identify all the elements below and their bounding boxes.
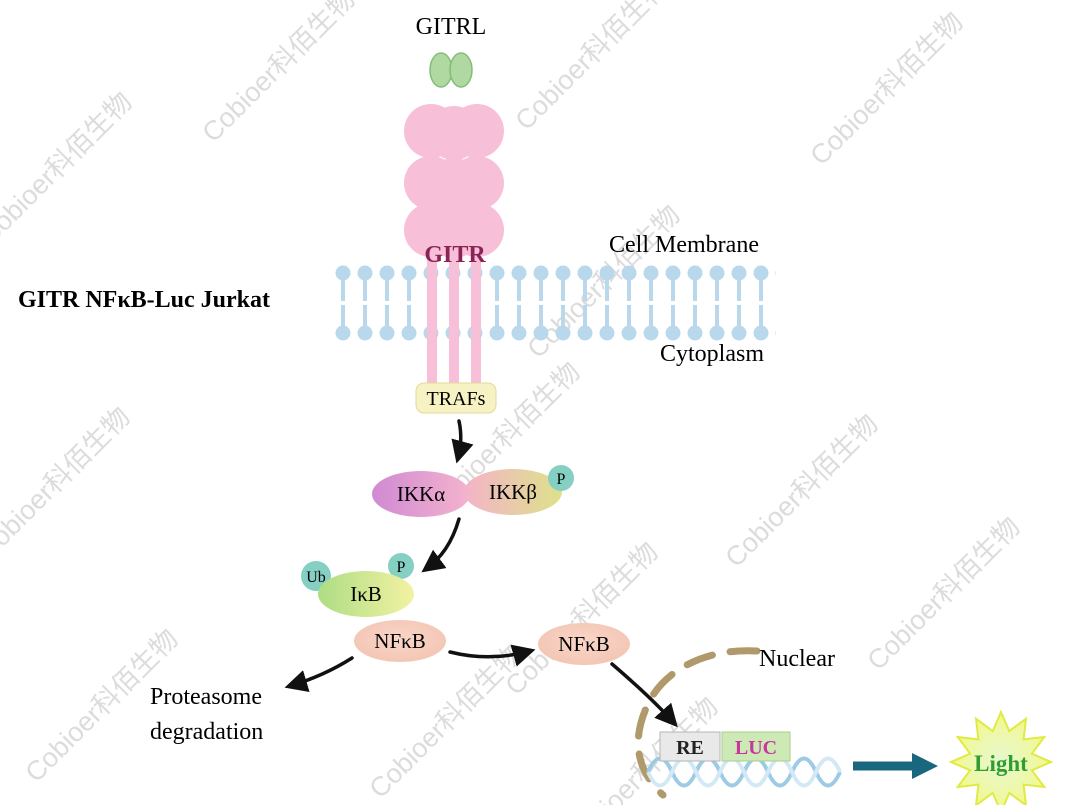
output-arrow-head	[912, 753, 938, 779]
lipid-bilayer	[332, 264, 776, 342]
watermark-text: Cobioer科佰生物	[804, 6, 968, 170]
light-output: Light	[853, 709, 1054, 805]
gitrl-subunit	[429, 52, 453, 88]
cell-line-label: GITR NFκB-Luc Jurkat	[18, 287, 270, 313]
luc-label: LUC	[735, 737, 777, 759]
watermark-text: Cobioer科佰生物	[0, 401, 136, 565]
proteasome-label-line1: Proteasome	[150, 684, 262, 710]
ikk-beta-label: IKKβ	[489, 480, 537, 504]
trafs-adapter: TRAFs	[415, 382, 497, 414]
ikb-label: IκB	[350, 582, 382, 606]
watermark-text: Cobioer科佰生物	[861, 511, 1025, 675]
gitrl-label: GITRL	[416, 14, 487, 40]
reporter-construct: RE LUC	[646, 731, 842, 788]
gitr-receptor	[404, 104, 504, 390]
cell-membrane	[332, 264, 776, 342]
arrow-nfkb-to-proteasome	[284, 656, 354, 692]
trafs-label: TRAFs	[427, 388, 486, 410]
nfkb-nuclear: NFκB	[538, 623, 630, 665]
nfkb-nuclear-label: NFκB	[558, 632, 609, 656]
luc-box	[721, 731, 791, 762]
ikk-complex: IKKα IKKβ P	[372, 465, 574, 517]
gitrl-subunit	[449, 52, 473, 88]
watermark-text: Cobioer科佰生物	[719, 408, 883, 572]
phospho-badge	[388, 553, 414, 579]
ubiquitin-label: Ub	[306, 569, 326, 586]
watermark-text: Cobioer科佰生物	[196, 0, 360, 148]
receptor-domain	[427, 158, 481, 212]
phospho-label: P	[397, 559, 406, 576]
gitrl-ligand	[429, 52, 473, 88]
re-box	[659, 731, 721, 762]
phospho-label: P	[557, 471, 566, 488]
gitr-label: GITR	[424, 242, 486, 268]
trafs-box	[415, 382, 497, 414]
nuclear-label: Nuclear	[759, 646, 835, 672]
cytoplasm-label: Cytoplasm	[660, 341, 764, 367]
arrow-nfkb-to-reporter	[610, 662, 678, 728]
receptor-stem	[449, 248, 459, 390]
light-label: Light	[974, 751, 1028, 776]
watermark-text: Cobioer科佰生物	[509, 0, 673, 136]
nuclear-membrane-arc	[634, 647, 761, 799]
nfkb-oval	[354, 620, 446, 662]
cell-membrane-label: Cell Membrane	[609, 232, 759, 258]
arrow-ikk-to-ikb	[421, 517, 461, 573]
arrow-nfkb-translocation	[448, 644, 536, 667]
ikk-alpha-oval	[372, 471, 470, 517]
nfkb-oval	[538, 623, 630, 665]
proteasome-label-line2: degradation	[150, 719, 263, 745]
ikk-beta-oval	[464, 469, 562, 515]
watermark-text: Cobioer科佰生物	[363, 639, 527, 803]
watermark-text: Cobioer科佰生物	[0, 86, 138, 250]
receptor-domain	[427, 106, 481, 160]
phospho-badge	[548, 465, 574, 491]
watermark-text: Cobioer科佰生物	[499, 536, 663, 700]
ikk-alpha-label: IKKα	[397, 482, 445, 506]
arrow-trafs-to-ikk	[451, 419, 474, 464]
re-label: RE	[676, 737, 704, 759]
ikb-nfkb-complex: Ub P IκB NFκB	[301, 553, 446, 662]
receptor-stem	[427, 248, 437, 390]
nfkb-label: NFκB	[374, 629, 425, 653]
receptor-domain	[427, 204, 481, 258]
light-starburst	[948, 709, 1054, 805]
ikb-oval	[318, 571, 414, 617]
receptor-stem	[471, 248, 481, 390]
